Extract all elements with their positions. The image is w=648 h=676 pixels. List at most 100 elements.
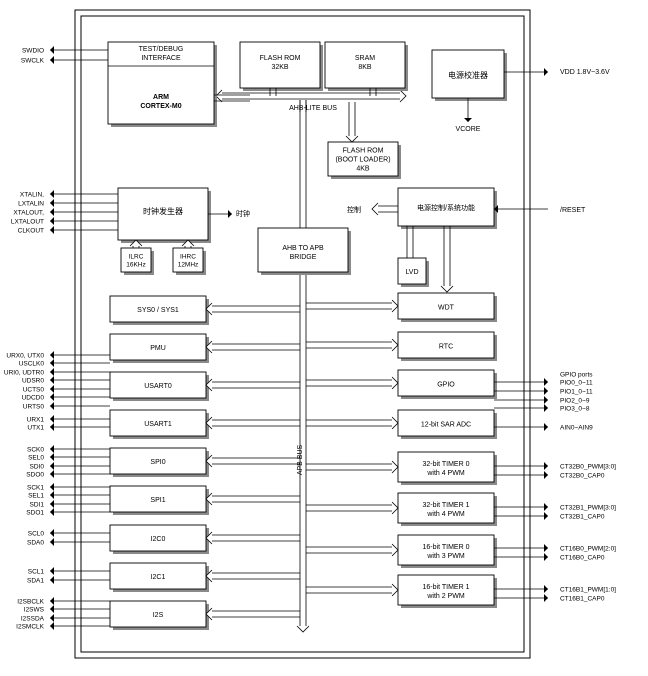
- flash-boot-loader-label: 4KB: [356, 166, 370, 173]
- spi1-pin: SEL1: [28, 493, 44, 500]
- periph-spi1: [109, 485, 207, 513]
- gpio-pin-arrow: [544, 378, 548, 386]
- xtal-pin: LXTALIN: [18, 201, 44, 208]
- apb-link-left-head: [205, 569, 213, 583]
- spi1-pin: SDO1: [26, 510, 44, 517]
- periph-label: I2C1: [151, 574, 166, 581]
- ahb-lite-bus-head: [399, 89, 407, 103]
- usart0-pin-arrow: [50, 385, 54, 393]
- lvd-block: [397, 257, 427, 285]
- periph-right-7: [397, 574, 495, 606]
- xtal-pin-arrow: [50, 190, 54, 198]
- usart0-pin-arrow: [50, 368, 54, 376]
- gpio-pin: PIO0_0~11: [560, 380, 593, 387]
- spi1-pin-arrow: [50, 500, 54, 508]
- usart1-pin: URX1: [27, 417, 45, 424]
- ct32b0-pin-arrow: [544, 471, 548, 479]
- periph-label: USART1: [144, 421, 172, 428]
- vcore-label: VCORE: [456, 126, 481, 133]
- spi0-pin-arrow: [50, 462, 54, 470]
- power-to-bus-head: [440, 285, 454, 293]
- gpio-pin: PIO3_0~8: [560, 406, 590, 413]
- apb-link-right-head: [391, 460, 399, 474]
- sram-label: SRAM: [355, 55, 375, 62]
- ilrc-label: ILRC: [129, 254, 144, 261]
- power-control-label: 电源控制/系统功能: [417, 203, 475, 212]
- arm-label: ARM: [153, 94, 169, 101]
- ct32b0-pin-arrow: [544, 462, 548, 470]
- periph-right-label: 16-bit TIMER 1: [423, 584, 470, 591]
- bridge-label: AHB TO APB: [282, 245, 324, 252]
- spi0-pin: SDI0: [30, 464, 45, 471]
- periph-right-label: with 3 PWM: [426, 553, 465, 560]
- vdd-pin: VDD 1.8V~3.6V: [560, 69, 610, 76]
- apb-link-right-head: [391, 416, 399, 430]
- ilrc-block: [120, 247, 152, 273]
- sram-block: [324, 41, 406, 89]
- usart0-pin: UDSR0: [22, 378, 44, 385]
- xtal-pin-arrow: [50, 208, 54, 216]
- spi1-pin-arrow: [50, 508, 54, 516]
- ct16b1-pin: CT16B1_CAP0: [560, 596, 605, 603]
- flash-boot-loader-label: (BOOT LOADER): [335, 157, 390, 164]
- i2c0-pin: SDA0: [27, 540, 44, 547]
- i2s-pin-arrow: [50, 605, 54, 613]
- ahb-lite-bus-label: AHB-LITE BUS: [289, 105, 337, 112]
- spi0-pin-arrow: [50, 453, 54, 461]
- periph-right-label: with 2 PWM: [426, 593, 465, 600]
- ct32b1-pin-arrow: [544, 503, 548, 511]
- ct16b0-pin: CT16B0_CAP0: [560, 555, 605, 562]
- swd-pin-arrow: [50, 46, 54, 54]
- adc-pin-arrow: [544, 423, 548, 431]
- periph-label: I2C0: [151, 536, 166, 543]
- ct32b1-pin: CT32B1_CAP0: [560, 514, 605, 521]
- gpio-pin-arrow: [544, 396, 548, 404]
- periph-right-label: with 4 PWM: [426, 470, 465, 477]
- periph-pmu: [109, 333, 207, 361]
- ilrc-bus-head: [129, 239, 143, 247]
- usart0-pin: USCLK0: [19, 361, 45, 368]
- ct16b1-pin: CT16B1_PWM[1:0]: [560, 587, 616, 594]
- ahb-apb-bridge: [257, 227, 349, 273]
- periph-right-label: GPIO: [437, 382, 455, 389]
- periph-i2c0: [109, 524, 207, 552]
- lvd-label: LVD: [405, 269, 418, 276]
- gpio-pin: PIO1_0~11: [560, 389, 593, 396]
- periph-right-1: [397, 331, 495, 359]
- periph-right-label: RTC: [439, 344, 453, 351]
- spi0-pin: SEL0: [28, 455, 44, 462]
- i2s-pin-arrow: [50, 597, 54, 605]
- periph-right-label: WDT: [438, 305, 455, 312]
- ct16b1-pin-arrow: [544, 594, 548, 602]
- ctrl-label: 控制: [347, 205, 361, 214]
- reset-pin: /RESET: [560, 207, 586, 214]
- swd-pin-arrow: [50, 56, 54, 64]
- apb-link-left-head: [205, 340, 213, 354]
- periph-label: SPI1: [150, 497, 165, 504]
- periph-right-label: 16-bit TIMER 0: [423, 544, 470, 551]
- ihrc-label: 12MHz: [178, 262, 199, 269]
- i2c1-pin: SCL1: [28, 569, 45, 576]
- clock-arrow: [228, 210, 232, 218]
- sram-label: 8KB: [358, 64, 372, 71]
- periph-label: SYS0 / SYS1: [137, 307, 179, 314]
- periph-right-label: 32-bit TIMER 1: [423, 502, 470, 509]
- usart0-pin: UCTS0: [23, 387, 45, 394]
- boot-rom-bus-head: [345, 135, 359, 143]
- ct16b1-pin-arrow: [544, 585, 548, 593]
- ct32b1-pin: CT32B1_PWM[3:0]: [560, 505, 616, 512]
- gpio-pin-arrow: [544, 404, 548, 412]
- periph-label: I2S: [153, 612, 164, 619]
- periph-right-5: [397, 492, 495, 524]
- usart1-pin: UTX1: [27, 425, 44, 432]
- spi0-pin: SDO0: [26, 472, 44, 479]
- i2c0-pin-arrow: [50, 529, 54, 537]
- i2s-pin-arrow: [50, 622, 54, 630]
- xtal-pin-arrow: [50, 217, 54, 225]
- chip-outline-inner: [80, 15, 525, 653]
- ct16b0-pin-arrow: [544, 553, 548, 561]
- xtal-pin: LXTALOUT: [11, 219, 44, 226]
- arm-cortex-block: [107, 41, 215, 125]
- apb-link-left-head: [205, 302, 213, 316]
